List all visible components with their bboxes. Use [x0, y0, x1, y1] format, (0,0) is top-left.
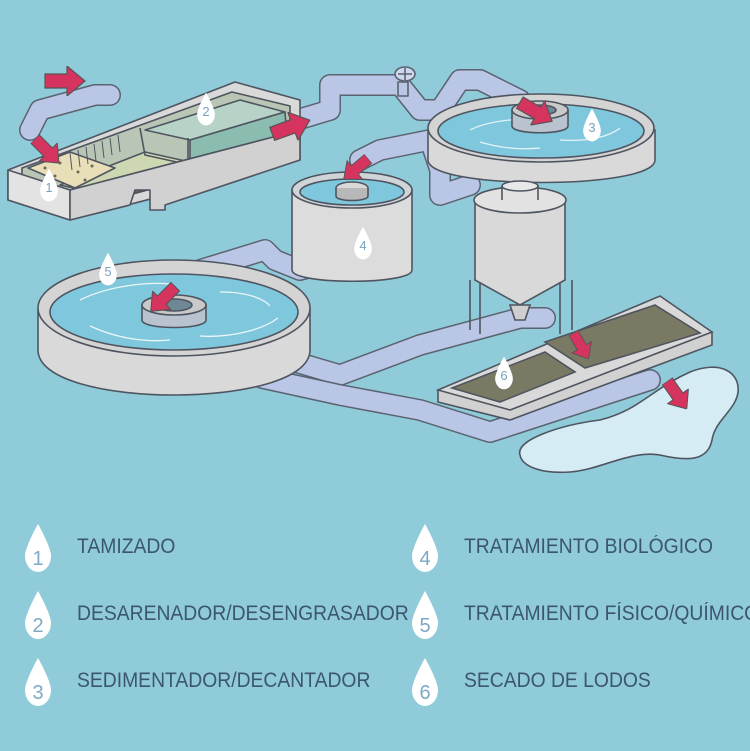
valve-top — [394, 66, 416, 97]
legend-label: TAMIZADO — [77, 535, 176, 558]
legend-item-3: 3 SEDIMENTADOR/DECANTADOR — [23, 657, 370, 707]
drop-icon: 4 — [410, 523, 440, 573]
legend-item-4: 4 TRATAMIENTO BIOLÓGICO — [410, 523, 750, 573]
svg-text:3: 3 — [32, 682, 43, 704]
legend-item-5: 5 TRATAMIENTO FÍSICO/QUÍMICO — [410, 590, 750, 640]
svg-text:5: 5 — [104, 264, 111, 279]
svg-text:4: 4 — [359, 238, 366, 253]
legend-label: TRATAMIENTO BIOLÓGICO — [464, 535, 714, 558]
drop-icon: 6 — [410, 657, 440, 707]
biological-treatment-tank — [291, 171, 413, 282]
svg-text:1: 1 — [45, 180, 52, 195]
sludge-silo — [469, 180, 573, 334]
legend-label: SEDIMENTADOR/DECANTADOR — [77, 669, 371, 692]
svg-text:6: 6 — [419, 682, 430, 704]
legend-item-1: 1 TAMIZADO — [23, 523, 363, 573]
svg-text:2: 2 — [202, 104, 209, 119]
marker-2: 2 — [197, 92, 215, 126]
marker-3: 3 — [583, 108, 601, 142]
svg-text:5: 5 — [419, 615, 430, 637]
marker-6: 6 — [495, 356, 513, 390]
marker-4: 4 — [354, 226, 372, 260]
water-treatment-illustration: 1 2 3 4 5 6 — [7, 66, 739, 474]
legend-label: TRATAMIENTO FÍSICO/QUÍMICO — [464, 602, 750, 625]
svg-text:3: 3 — [588, 120, 595, 135]
svg-text:4: 4 — [419, 548, 430, 570]
marker-5: 5 — [99, 252, 117, 286]
physico-chemical-tank — [37, 259, 311, 396]
diagram-markers: 1 2 3 4 5 6 — [40, 92, 601, 390]
legend-label: SECADO DE LODOS — [464, 669, 651, 692]
drop-icon: 3 — [23, 657, 53, 707]
legend-label: DESARENADOR/DESENGRASADOR — [77, 602, 409, 625]
drop-icon: 5 — [410, 590, 440, 640]
legend-item-6: 6 SECADO DE LODOS — [410, 657, 750, 707]
drop-icon: 2 — [23, 590, 53, 640]
svg-text:2: 2 — [32, 615, 43, 637]
drop-icon: 1 — [23, 523, 53, 573]
marker-1: 1 — [40, 168, 58, 202]
svg-text:1: 1 — [32, 548, 43, 570]
legend-item-2: 2 DESARENADOR/DESENGRASADOR — [23, 590, 409, 640]
svg-text:6: 6 — [500, 368, 507, 383]
